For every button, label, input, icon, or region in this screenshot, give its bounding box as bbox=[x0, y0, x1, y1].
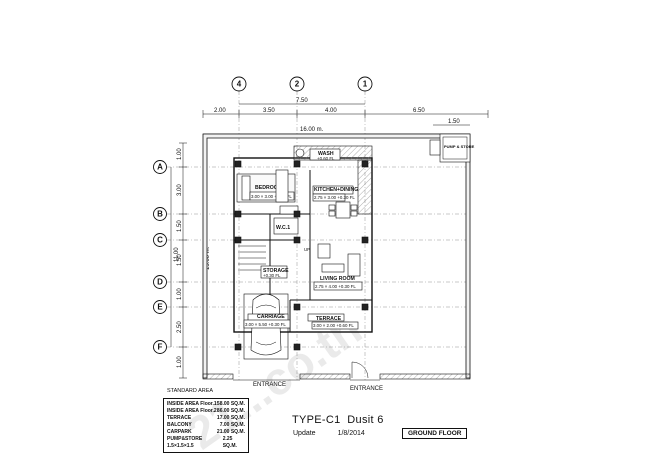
entrance-gate: ENTRANCE ENTRANCE bbox=[233, 361, 383, 392]
grid-bubble-d bbox=[153, 275, 167, 289]
terrace: TERRACE 3.00 × 2.00 +0.60 FL bbox=[307, 313, 359, 330]
grid-label-c: C bbox=[157, 236, 163, 245]
dim-top-3: 4.00 bbox=[325, 108, 337, 114]
dim-top-2: 3.50 bbox=[263, 108, 275, 114]
terrace-info: 3.00 × 2.00 +0.60 FL bbox=[313, 323, 354, 328]
grid-bubble-4 bbox=[231, 76, 247, 92]
grid-label-b: B bbox=[157, 210, 163, 219]
top-dimensions: 7.50 2.00 3.50 4.00 6.50 1.50 16.00 m. bbox=[202, 98, 489, 135]
update-date: 1/8/2014 bbox=[337, 430, 365, 437]
legend-value: 2.25 SQ.M. bbox=[222, 436, 237, 449]
dim-left-7: 1.00 bbox=[177, 356, 183, 368]
stair-wc: W.C.1 UP bbox=[238, 169, 310, 271]
living-room: LIVING ROOM 2.75 × 4.00 +0.30 FL bbox=[313, 243, 363, 291]
column-grid: 4 2 1 bbox=[231, 76, 373, 380]
structural-columns bbox=[234, 160, 369, 351]
dim-left-3: 1.50 bbox=[177, 220, 183, 232]
dim-left-overall: 11.00 bbox=[174, 247, 180, 262]
wc-name: W.C.1 bbox=[276, 225, 290, 231]
dim-left-6: 2.50 bbox=[177, 321, 183, 333]
storage-info: +0.30 FL bbox=[263, 273, 281, 278]
storage-name: STORAGE bbox=[263, 268, 289, 274]
wash-info: +0.60 FL bbox=[317, 156, 335, 161]
floor-label: GROUND FLOOR bbox=[402, 428, 468, 439]
living-info: 2.75 × 4.00 +0.30 FL bbox=[315, 284, 356, 289]
legend-title: STANDARD AREA bbox=[167, 388, 214, 394]
update-label: Update bbox=[293, 430, 316, 437]
grid-label-4: 4 bbox=[237, 80, 242, 89]
grid-label-a: A bbox=[157, 163, 163, 172]
legend-label: BALCONY bbox=[167, 422, 192, 428]
legend-value: 21.00 SQ.M. bbox=[216, 429, 245, 435]
legend-row: BALCONY 7.00 SQ.M. bbox=[167, 422, 245, 429]
dim-top-overall: 7.50 bbox=[296, 98, 308, 104]
bedroom-info: 3.00 × 3.00 +0.30 FL bbox=[251, 194, 292, 199]
entrance-label-2: ENTRANCE bbox=[350, 386, 383, 392]
terrace-name: TERRACE bbox=[316, 316, 342, 322]
kitchen-info: 2.75 × 3.00 +0.30 FL bbox=[314, 195, 355, 200]
legend-label: INSIDE AREA Floor.1 bbox=[167, 401, 217, 407]
legend-label: PUMP&STORE 1.5×1.5×1.5 bbox=[167, 436, 203, 449]
dim-plot-depth: 15.00 m. bbox=[205, 246, 211, 270]
dim-plot-width: 16.00 m. bbox=[300, 127, 324, 133]
legend-value: 7.00 SQ.M. bbox=[219, 422, 245, 428]
dim-left-1: 1.00 bbox=[177, 148, 183, 160]
carriage-info: 3.00 × 5.50 +0.30 FL bbox=[245, 322, 286, 327]
kitchen-dining: KITCHEN+DINING 2.75 × 3.00 +0.30 FL bbox=[312, 159, 373, 219]
grid-label-e: E bbox=[157, 303, 163, 312]
grid-bubble-f bbox=[153, 340, 167, 354]
storage: STORAGE +0.30 FL bbox=[260, 265, 289, 279]
dim-left-4: 1.50 bbox=[177, 254, 183, 266]
dim-left-5: 1.00 bbox=[177, 288, 183, 300]
plan-title: TYPE-C1 Dusit 6 bbox=[292, 414, 384, 426]
legend-value: 17.00 SQ.M. bbox=[216, 415, 245, 421]
grid-bubble-b bbox=[153, 207, 167, 221]
legend-row: CARPARK 21.00 SQ.M. bbox=[167, 429, 245, 436]
grid-label-f: F bbox=[158, 343, 163, 352]
bedroom-name: BEDROOM 1 bbox=[255, 185, 287, 191]
dim-top-4: 6.50 bbox=[413, 108, 425, 114]
legend-row: PUMP&STORE 1.5×1.5×1.5 2.25 SQ.M. bbox=[167, 436, 245, 450]
wash-name: WASH bbox=[318, 151, 334, 157]
plan-type: TYPE-C1 bbox=[292, 414, 341, 426]
carriage-name: CARRIAGE bbox=[257, 314, 285, 320]
up-marker: UP bbox=[304, 247, 310, 252]
row-grid: A B C D E F bbox=[153, 160, 470, 354]
pump-store-label: PUMP & STORE bbox=[444, 144, 475, 149]
legend-label: TERRACE bbox=[167, 415, 192, 421]
left-dimensions: 1.00 3.00 1.50 1.50 1.00 2.50 1.00 11.00… bbox=[170, 142, 211, 379]
grid-label-d: D bbox=[157, 278, 163, 287]
dim-top-1: 2.00 bbox=[214, 108, 226, 114]
legend-label: CARPARK bbox=[167, 429, 192, 435]
legend-value: 86.00 SQ.M. bbox=[216, 408, 245, 414]
kitchen-name: KITCHEN+DINING bbox=[314, 187, 358, 193]
grid-label-1: 1 bbox=[363, 80, 368, 89]
dim-top-small: 1.50 bbox=[448, 119, 460, 125]
grid-bubble-2 bbox=[289, 76, 305, 92]
legend-row: TERRACE 17.00 SQ.M. bbox=[167, 415, 245, 422]
dim-left-2: 3.00 bbox=[177, 184, 183, 196]
legend-value: 58.00 SQ.M. bbox=[216, 401, 245, 407]
update-row: Update 1/8/2014 bbox=[293, 430, 387, 437]
wash-area: WASH +0.60 FL bbox=[293, 145, 373, 161]
grid-bubble-1 bbox=[357, 76, 373, 92]
pump-store: PUMP & STORE bbox=[429, 133, 475, 163]
grid-bubble-a bbox=[153, 160, 167, 174]
grid-bubble-c bbox=[153, 233, 167, 247]
entrance-label-1: ENTRANCE bbox=[253, 382, 286, 388]
living-name: LIVING ROOM bbox=[320, 276, 355, 282]
plan-project: Dusit 6 bbox=[347, 414, 384, 426]
carriage: CARRIAGE 3.00 × 5.50 +0.30 FL bbox=[243, 293, 291, 360]
grid-bubble-e bbox=[153, 300, 167, 314]
grid-label-2: 2 bbox=[295, 80, 300, 89]
legend-label: INSIDE AREA Floor.2 bbox=[167, 408, 217, 414]
